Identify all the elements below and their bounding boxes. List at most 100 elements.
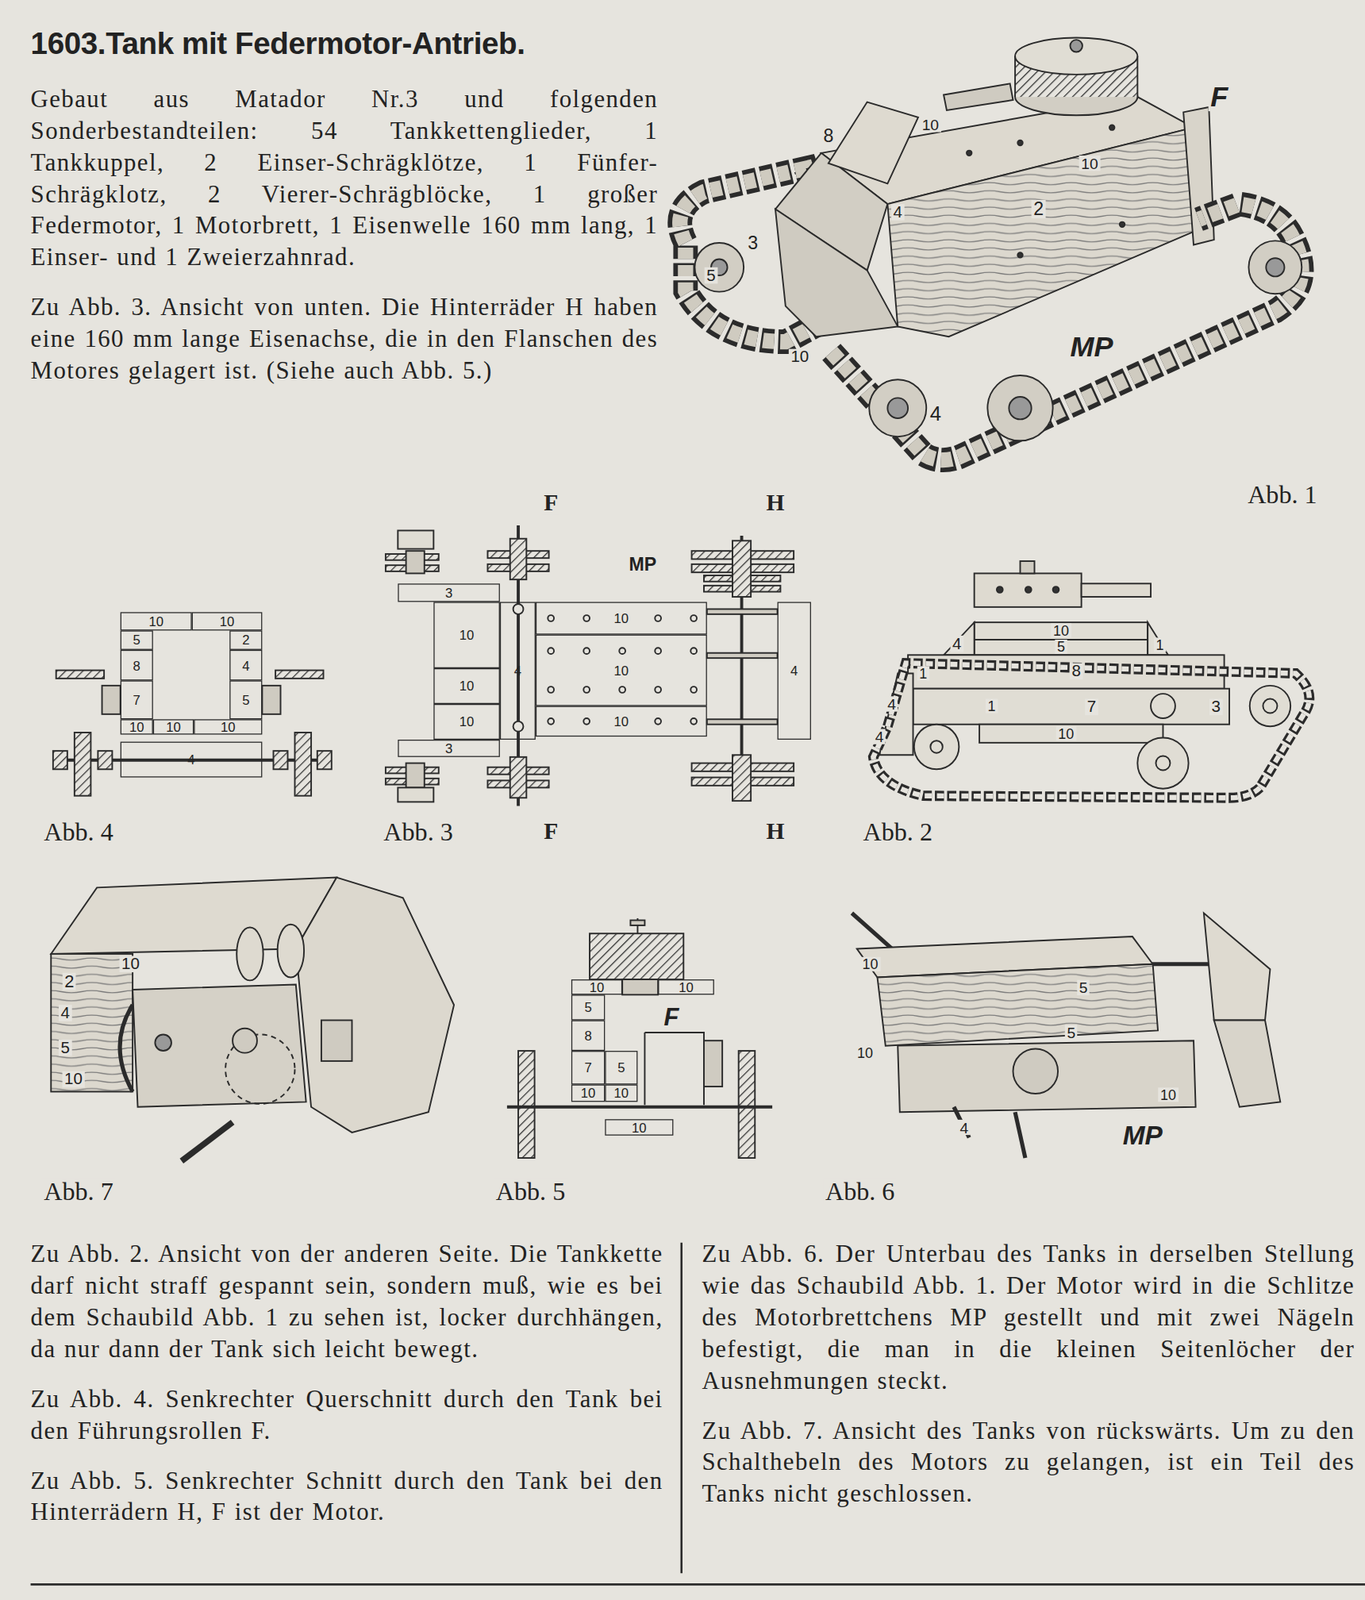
bottom-view-part [707, 653, 778, 658]
page-title: 1603.Tank mit Federmotor-Antrieb. [30, 26, 526, 62]
bottom-view-part [690, 615, 697, 622]
tank-perspective-part [887, 127, 1199, 338]
chassis-view-part [1203, 913, 1271, 1021]
tank-perspective-part [1015, 38, 1138, 75]
body-paragraph: Zu Abb. 5. Senkrechter Schnitt durch den… [30, 1464, 664, 1529]
part-block: 10 [192, 611, 263, 631]
bottom-view [385, 525, 794, 807]
figure-caption: H [764, 491, 787, 516]
tank-perspective-part [1069, 39, 1082, 52]
cross-section-rollers [53, 670, 332, 796]
bottom-view-part [583, 615, 590, 622]
callout-number: 10 [1050, 622, 1071, 638]
bottom-view-part [583, 686, 590, 693]
part-number: 4 [242, 658, 250, 673]
tank-perspective-part [828, 102, 919, 185]
text-column: Zu Abb. 6. Der Unterbau des Tanks in der… [701, 1238, 1355, 1529]
chassis-view [851, 913, 1281, 1159]
side-view-part [996, 586, 1004, 593]
cross-section-rollers-part [102, 685, 121, 715]
tank-perspective-part [694, 242, 744, 293]
part-number: 10 [614, 663, 630, 677]
part-number: 3 [445, 742, 453, 756]
chassis-view-part [1013, 1048, 1059, 1094]
cross-section-rollers-part [275, 670, 323, 679]
side-view-part [1137, 737, 1189, 789]
part-number: 5 [133, 633, 141, 647]
figure-caption: Abb. 2 [861, 819, 935, 845]
rear-view-part [181, 1122, 233, 1162]
cross-section-rollers-part [295, 732, 312, 796]
bottom-view-part [547, 615, 554, 622]
part-block: 7 [120, 680, 154, 720]
bottom-view-part [654, 647, 662, 654]
tank-perspective-part [831, 203, 1302, 461]
tank-perspective-part [1265, 257, 1285, 277]
part-number: 10 [614, 714, 630, 728]
part-number: 10 [219, 615, 235, 629]
tank-perspective-part [775, 209, 898, 338]
tank-perspective-part [831, 203, 1302, 461]
bottom-view-part [547, 686, 554, 693]
tank-perspective-part [1017, 140, 1023, 146]
bottom-view-part [513, 603, 524, 615]
cross-section-rollers-part [56, 670, 104, 679]
part-block: 5 [604, 1050, 638, 1085]
callout-number: 7 [1084, 699, 1099, 716]
callout-number: 10 [855, 1045, 876, 1061]
side-view-part [872, 663, 1309, 799]
part-number: 10 [678, 980, 694, 994]
tank-perspective-part [966, 150, 972, 156]
part-number: 10 [165, 720, 181, 735]
callout-number: 4 [891, 203, 905, 221]
callout-number: MP [1068, 332, 1116, 362]
cross-section-rollers-part [53, 750, 68, 770]
part-block: 10 [535, 601, 708, 635]
part-block: 10 [433, 703, 500, 740]
callout-number: 10 [1056, 726, 1077, 741]
section-rear-wheels-part [507, 1105, 773, 1109]
bottom-view-part [513, 721, 524, 732]
part-number: 10 [220, 720, 236, 735]
callout-number: 10 [62, 1071, 85, 1089]
section-rear-wheels-part [703, 1040, 723, 1087]
part-number: 3 [445, 586, 453, 600]
part-block: 10 [657, 979, 715, 995]
tank-perspective-part [1014, 56, 1016, 97]
part-block: 4 [777, 601, 812, 740]
part-number: 10 [614, 1086, 630, 1100]
side-view-part [974, 622, 1149, 640]
callout-number: 5 [1054, 639, 1067, 654]
rear-view-part [232, 1028, 258, 1054]
part-block: 2 [229, 630, 262, 650]
part-number: 5 [242, 692, 250, 707]
part-block: 10 [571, 979, 623, 995]
side-view-part [979, 724, 1163, 743]
side-view-part [1262, 699, 1277, 714]
bottom-view-part [619, 647, 626, 654]
rear-view-part [154, 1034, 172, 1051]
part-number: 10 [459, 679, 475, 693]
part-number: 4 [514, 664, 522, 678]
callout-number: 10 [1157, 1087, 1178, 1102]
part-number: 10 [589, 980, 605, 994]
tank-perspective-part [1017, 252, 1023, 258]
rear-view-part [277, 924, 304, 978]
tank-perspective-part [1109, 124, 1115, 130]
part-block: 10 [604, 1118, 673, 1136]
part-block: 8 [571, 1020, 605, 1052]
part-block: 5 [571, 994, 605, 1020]
side-view-part [1053, 586, 1060, 593]
cross-section-rollers-part [97, 750, 112, 770]
side-view-part [1150, 693, 1176, 719]
part-number: 5 [584, 1000, 592, 1015]
part-number: 10 [614, 611, 630, 626]
chassis-view-part [897, 1040, 1196, 1112]
callout-number: 5 [1076, 980, 1090, 996]
tank-perspective-part [943, 83, 1013, 110]
bottom-view-part [547, 615, 697, 725]
body-paragraph: Zu Abb. 2. Ansicht von der anderen Seite… [30, 1238, 664, 1365]
side-view-part [1025, 586, 1032, 593]
side-view-part [1155, 756, 1170, 771]
bottom-view-part [510, 757, 527, 798]
